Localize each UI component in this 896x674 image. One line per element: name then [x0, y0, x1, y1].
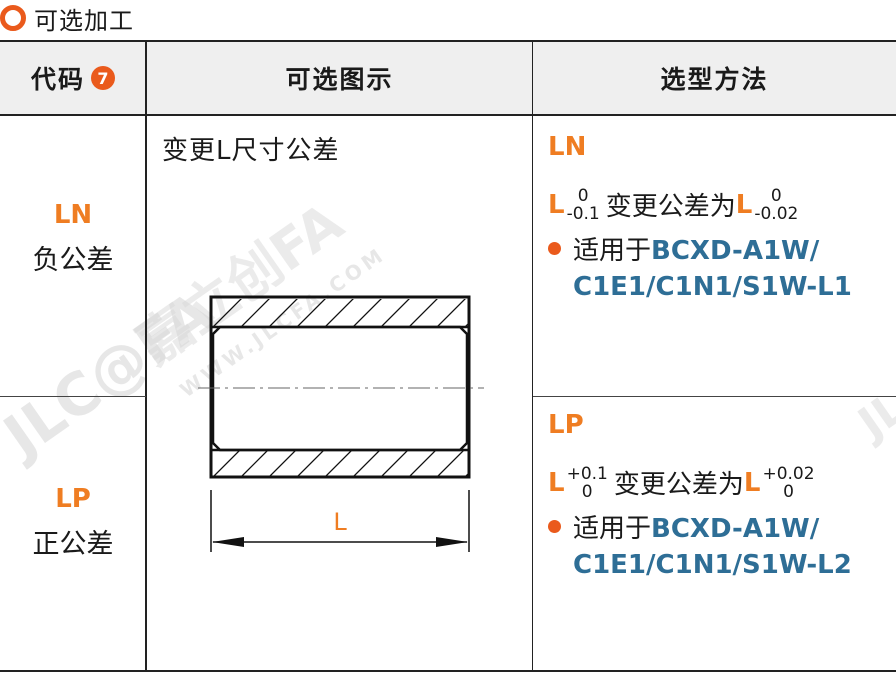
tol-upper: 0: [577, 185, 589, 206]
method-title-ln: LN: [548, 132, 587, 162]
header-figure: 可选图示: [146, 42, 533, 114]
section-title: 可选加工: [34, 6, 134, 35]
tolerance-ln: L 0 -0.1 变更公差为 L 0 -0.02: [548, 186, 804, 223]
tol-lower: -0.1: [566, 203, 600, 224]
tol-symbol: L: [548, 189, 565, 220]
tol-symbol: L: [548, 467, 565, 498]
dimension-label: L: [333, 508, 347, 536]
tol-stack: 0 -0.1: [567, 187, 600, 223]
header-method: 选型方法: [533, 42, 896, 114]
tol-upper: 0: [770, 185, 782, 206]
applies-label: 适用于: [573, 236, 652, 266]
header-code: 代码 7: [0, 42, 146, 114]
header-code-label: 代码: [30, 65, 85, 94]
table-bottom-border: [0, 670, 896, 672]
header-method-label: 选型方法: [660, 65, 769, 94]
applies-label: 适用于: [573, 514, 652, 544]
part-number: BCXD-A1W/: [651, 236, 820, 266]
tol-upper: +0.02: [762, 463, 815, 484]
tol-stack: +0.02 0: [762, 465, 814, 501]
step-badge: 7: [91, 66, 115, 90]
col-divider-2: [532, 41, 533, 671]
tol-lower: 0: [581, 481, 593, 502]
part-number-cont: C1E1/C1N1/S1W-L1: [573, 272, 852, 302]
tol-symbol: L: [735, 189, 753, 220]
applies-ln: 适用于BCXD-A1W/: [548, 232, 819, 270]
header-bottom-border: [0, 114, 896, 116]
code-ln-name: 负公差: [32, 245, 114, 276]
bullet-icon: [548, 242, 561, 255]
ring-icon: [0, 5, 26, 31]
applies-lp: 适用于BCXD-A1W/: [548, 510, 819, 548]
tol-stack: 0 -0.02: [754, 187, 798, 223]
method-title-lp: LP: [548, 410, 584, 440]
row-divider-code: [0, 396, 146, 397]
tol-lower: 0: [783, 481, 794, 502]
row-divider-method: [533, 396, 896, 397]
tol-text: 变更公差为: [605, 192, 736, 222]
code-ln: LN: [53, 200, 93, 230]
figure-caption: 变更L尺寸公差: [162, 136, 340, 166]
tol-upper: +0.1: [566, 463, 608, 484]
section-heading: 可选加工: [0, 0, 134, 36]
tol-stack: +0.1 0: [567, 465, 608, 501]
header-figure-label: 可选图示: [285, 65, 394, 94]
code-lp-name: 正公差: [32, 529, 114, 560]
tolerance-lp: L +0.1 0 变更公差为 L +0.02 0: [548, 464, 821, 501]
table-header-bg: [0, 42, 896, 114]
table-top-border: [0, 40, 896, 42]
code-lp: LP: [55, 484, 91, 514]
bullet-icon: [548, 520, 561, 533]
part-number: BCXD-A1W/: [651, 514, 820, 544]
tol-lower: -0.02: [754, 203, 799, 224]
col-divider-1: [145, 41, 147, 671]
tol-symbol: L: [743, 467, 761, 498]
part-number-cont: C1E1/C1N1/S1W-L2: [573, 550, 852, 580]
tol-text: 变更公差为: [613, 470, 744, 500]
